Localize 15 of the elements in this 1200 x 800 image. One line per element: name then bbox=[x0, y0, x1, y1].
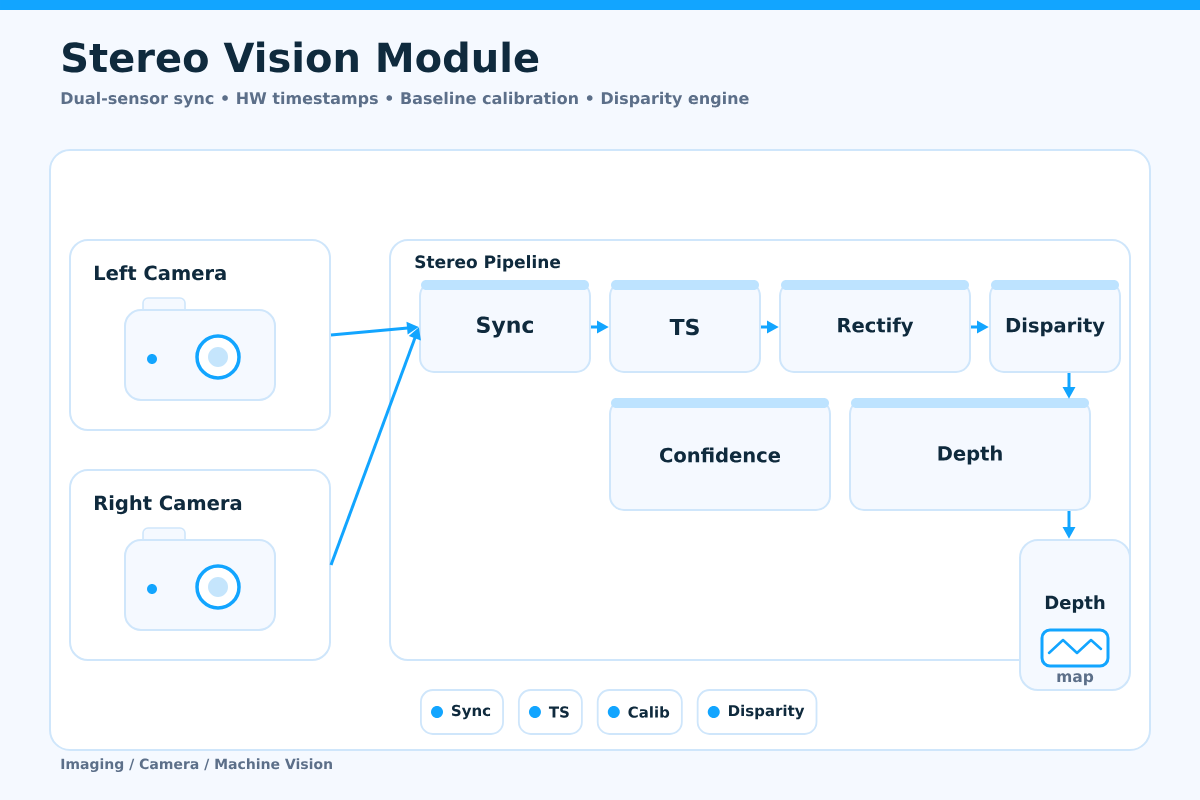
process-box: TS bbox=[609, 280, 761, 373]
process-box: Depth bbox=[849, 398, 1091, 511]
title: Stereo Vision Module bbox=[63, 41, 539, 73]
footer-text: Imaging / Camera / Machine Vision bbox=[61, 758, 332, 772]
legend-chip: Disparity bbox=[696, 689, 818, 735]
legend-chip: Sync bbox=[420, 689, 504, 735]
process-box: Disparity bbox=[989, 280, 1121, 373]
process-box: Confidence bbox=[609, 398, 831, 511]
node-label: map bbox=[1057, 673, 1094, 686]
subtitle: Dual-sensor sync • HW timestamps • Baseline calibration • Disparity engine bbox=[61, 91, 749, 108]
process-box: Sync bbox=[419, 280, 591, 373]
node-label: Depth bbox=[1045, 595, 1105, 613]
process-box: Rectify bbox=[779, 280, 971, 373]
legend-chip: Calib bbox=[596, 689, 683, 735]
legend-chip: TS bbox=[517, 689, 583, 735]
